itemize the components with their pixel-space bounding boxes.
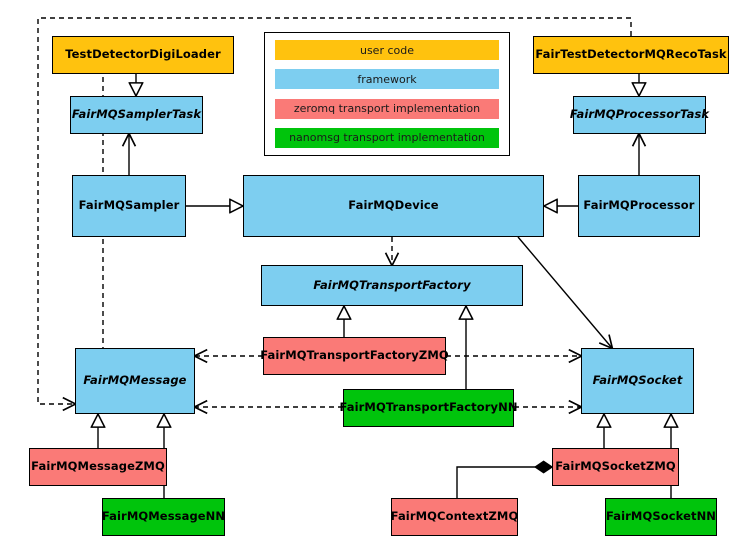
class-node-FairMQMessageZMQ[interactable]: FairMQMessageZMQ — [29, 448, 167, 486]
class-node-FairMQSocketNN[interactable]: FairMQSocketNN — [605, 498, 717, 536]
class-node-FairMQProcessorTask[interactable]: FairMQProcessorTask — [570, 96, 709, 134]
class-node-TestDetectorDigiLoader[interactable]: TestDetectorDigiLoader — [52, 36, 234, 74]
class-node-FairTestDetectorMQRecoTask[interactable]: FairTestDetectorMQRecoTask — [533, 36, 729, 74]
class-node-FairMQDevice[interactable]: FairMQDevice — [243, 175, 544, 237]
legend-item-framework: framework — [275, 69, 499, 90]
class-node-FairMQTransportFactoryNN[interactable]: FairMQTransportFactoryNN — [339, 389, 517, 427]
legend-item-user-code: user code — [275, 40, 499, 60]
class-node-FairMQMessage[interactable]: FairMQMessage — [75, 348, 195, 414]
edge-device-to-socket — [517, 236, 612, 348]
class-node-FairMQSamplerTask[interactable]: FairMQSamplerTask — [70, 96, 203, 134]
class-node-FairMQProcessor[interactable]: FairMQProcessor — [578, 175, 700, 237]
class-node-FairMQSampler[interactable]: FairMQSampler — [72, 175, 186, 237]
class-node-FairMQTransportFactoryZMQ[interactable]: FairMQTransportFactoryZMQ — [260, 337, 449, 375]
class-node-FairMQContextZMQ[interactable]: FairMQContextZMQ — [391, 498, 518, 536]
class-node-FairMQTransportFactory[interactable]: FairMQTransportFactory — [261, 265, 523, 306]
class-node-FairMQSocketZMQ[interactable]: FairMQSocketZMQ — [552, 448, 679, 486]
class-node-FairMQSocket[interactable]: FairMQSocket — [581, 348, 694, 414]
legend-item-zeromq: zeromq transport implementation — [275, 98, 499, 119]
legend-item-nanomsg: nanomsg transport implementation — [275, 127, 499, 148]
legend: user code framework zeromq transport imp… — [264, 32, 510, 156]
edge-socketzmq-to-contextzmq — [456, 460, 554, 498]
class-node-FairMQMessageNN[interactable]: FairMQMessageNN — [102, 498, 225, 536]
